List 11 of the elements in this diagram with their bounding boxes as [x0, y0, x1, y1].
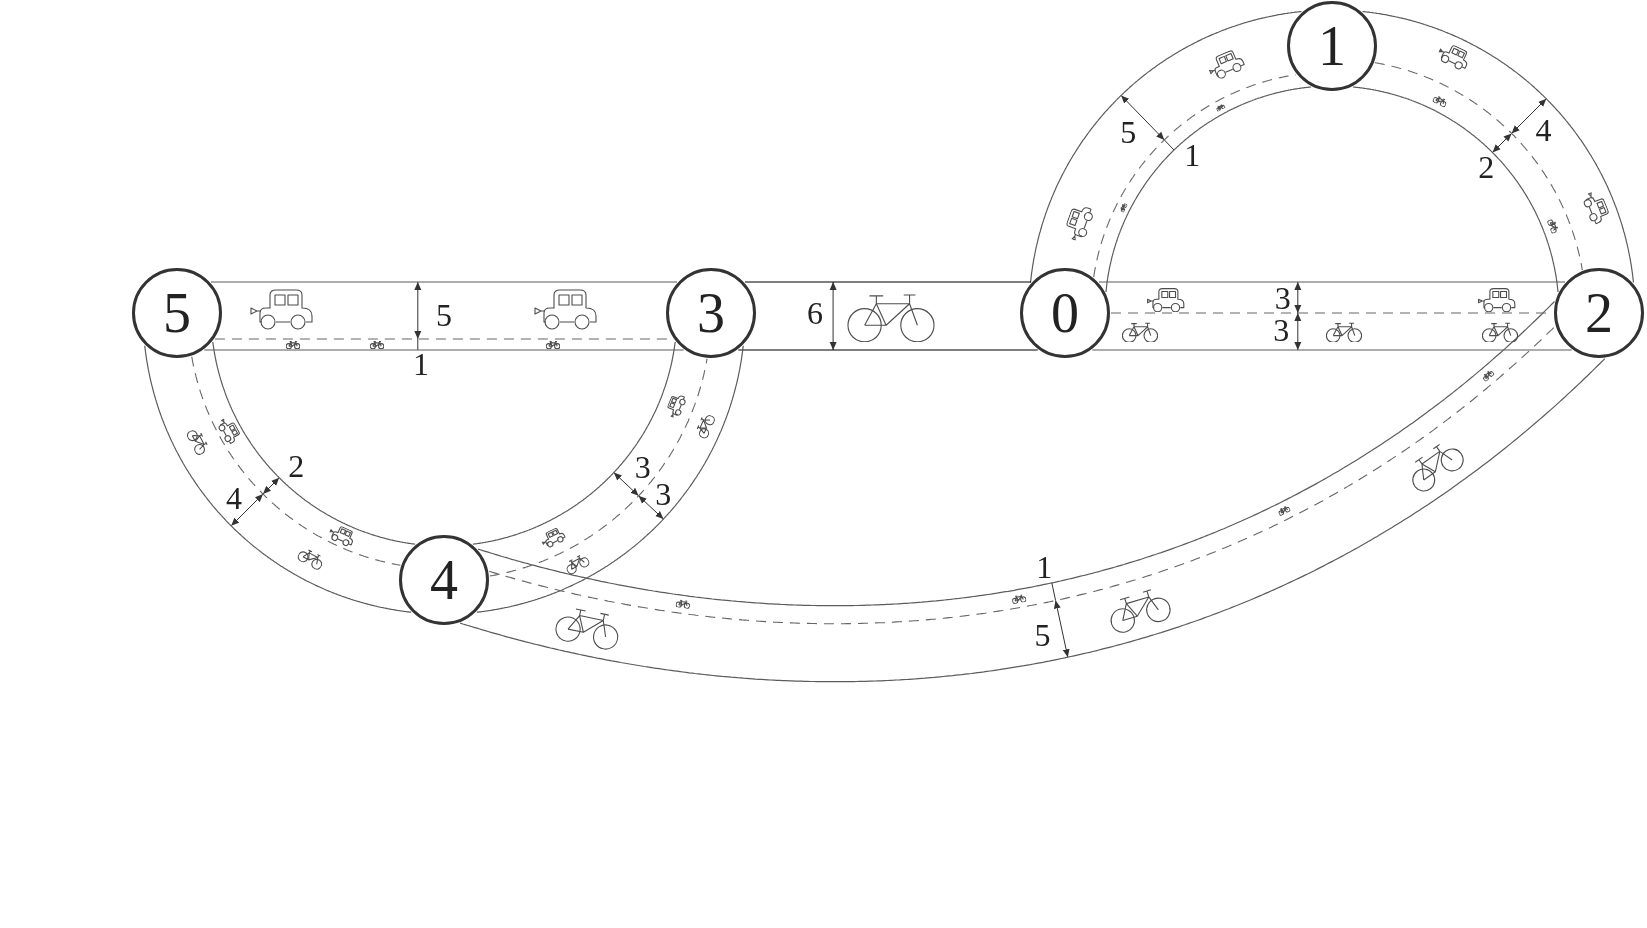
dimension-label: 4: [1535, 117, 1552, 142]
lane-divider: [191, 356, 401, 566]
dimension-label: 4: [226, 485, 242, 510]
dimension-label: 1: [413, 352, 430, 376]
dimension-label: 2: [288, 454, 305, 479]
dimension-label: 2: [1478, 155, 1495, 180]
road-boundary: [744, 281, 1032, 283]
lane-divider: [1093, 74, 1297, 278]
dimension-label: 5: [1120, 119, 1137, 144]
dimension-label: 5: [436, 303, 452, 327]
dimension-label: 1: [1184, 142, 1201, 167]
